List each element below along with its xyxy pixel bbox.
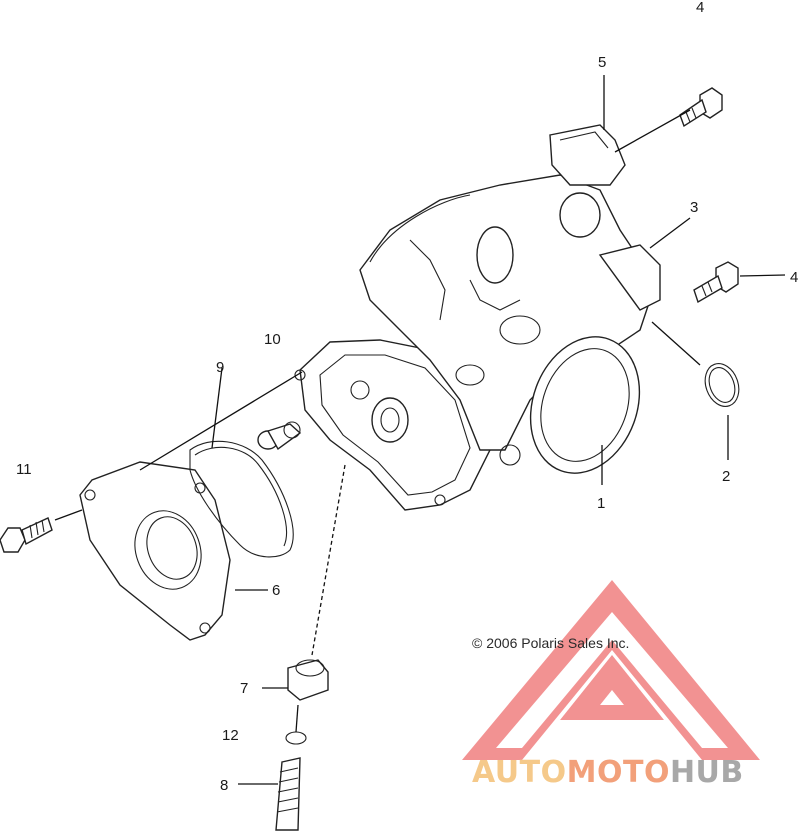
callout-labels: 4 5 3 4 10 9 11 2 1 6 7 12 8 xyxy=(16,0,798,794)
callout-4-right: 4 xyxy=(790,269,798,286)
callout-4-top: 4 xyxy=(696,0,704,16)
watermark-text: AUTOMOTOHUB xyxy=(472,755,744,790)
callout-3: 3 xyxy=(690,199,698,216)
callout-1: 1 xyxy=(597,495,605,512)
watermark-logo xyxy=(462,580,760,760)
o-ring-tiny-part xyxy=(285,731,307,745)
bleeder-screw-part xyxy=(275,757,301,831)
callout-11: 11 xyxy=(16,461,32,478)
bolt-right-part xyxy=(693,261,739,304)
bolt-top-part xyxy=(679,87,723,128)
pump-housing-body-part xyxy=(359,124,661,474)
callout-8: 8 xyxy=(220,777,228,794)
leader-lines xyxy=(54,75,786,785)
watermark-moto: MOTO xyxy=(567,755,670,790)
o-ring-large-part xyxy=(189,440,294,558)
o-ring-small-part xyxy=(704,363,740,407)
bolt-left-part xyxy=(0,517,53,553)
cover-plate-part xyxy=(79,461,231,641)
callout-5: 5 xyxy=(598,54,606,71)
callout-6: 6 xyxy=(272,582,280,599)
watermark-hub: HUB xyxy=(670,755,744,790)
callout-2: 2 xyxy=(722,468,730,485)
callout-9: 9 xyxy=(216,359,224,376)
pump-housing-flange-part xyxy=(294,339,491,511)
callout-12: 12 xyxy=(222,727,239,744)
fitting-part xyxy=(287,659,329,701)
watermark-auto: AUTO xyxy=(472,755,567,790)
callout-10: 10 xyxy=(264,331,281,348)
dowel-pin-part xyxy=(257,421,302,451)
copyright-notice: © 2006 Polaris Sales Inc. xyxy=(472,635,629,651)
callout-7: 7 xyxy=(240,680,248,697)
